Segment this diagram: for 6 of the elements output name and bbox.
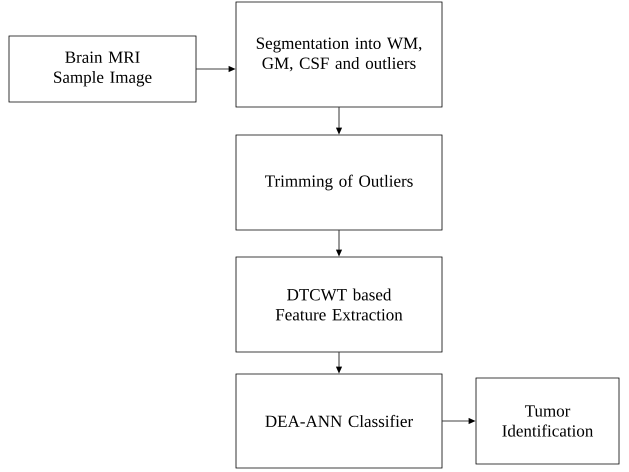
process-box: Trimming of Outliers: [236, 134, 442, 230]
process-box: Brain MRI Sample Image: [8, 36, 196, 102]
process-box: Segmentation into WM, GM, CSF and outliers: [236, 2, 442, 108]
process-box: DEA-ANN Classifier: [236, 374, 442, 468]
process-box: Tumor Identification: [476, 378, 620, 464]
process-box: DTCWT based Feature Extraction: [236, 256, 442, 352]
